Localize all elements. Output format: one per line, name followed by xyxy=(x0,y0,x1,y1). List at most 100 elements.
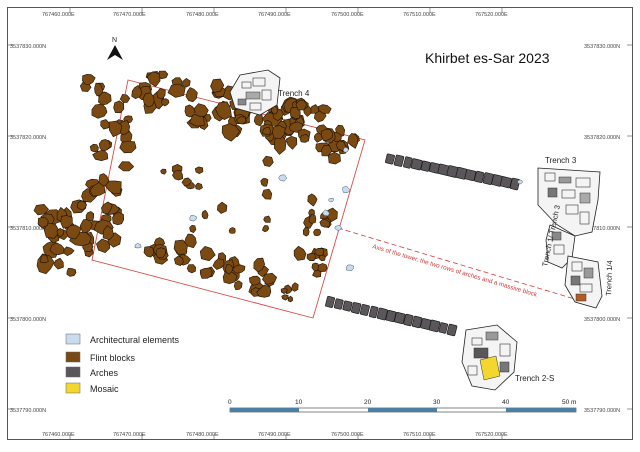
flint-block xyxy=(212,258,225,270)
flint-block xyxy=(63,246,75,257)
flint-block xyxy=(260,178,269,187)
scale-tick-label: 0 xyxy=(228,399,232,406)
easting-label-bottom: 767500.000E xyxy=(331,432,364,438)
arch-block xyxy=(351,302,362,314)
northing-label-right: 3537820.000N xyxy=(584,135,620,141)
easting-label-bottom: 767490.000E xyxy=(258,432,291,438)
flint-block xyxy=(89,182,106,197)
flint-block xyxy=(100,119,110,130)
trench-2s-plan xyxy=(461,324,518,391)
northing-label-left: 3537800.000N xyxy=(10,317,46,323)
flint-block xyxy=(199,267,213,279)
flint-block xyxy=(143,246,155,258)
flint-block xyxy=(33,203,50,216)
arch-block xyxy=(385,153,395,165)
trench-3-label: Trench 3 xyxy=(545,156,577,165)
flint-block xyxy=(100,201,113,215)
easting-label-top: 767520.000E xyxy=(475,12,508,18)
flint-block xyxy=(256,284,272,298)
architectural-element xyxy=(189,215,198,222)
arch-block xyxy=(403,156,413,169)
flint-block xyxy=(92,149,109,162)
trench-4-plan xyxy=(229,69,281,116)
arch-block xyxy=(393,154,405,167)
trench-1-4-label: Trench 1/4 xyxy=(604,260,614,296)
flint-block xyxy=(173,239,188,255)
flint-block xyxy=(131,84,143,100)
flint-block xyxy=(311,262,320,271)
flint-block xyxy=(91,103,108,119)
flint-block xyxy=(248,275,261,286)
flint-block xyxy=(320,128,333,142)
scale-tick-label: 30 xyxy=(433,399,441,406)
scale-bar-segment xyxy=(506,408,576,412)
map-frame xyxy=(7,7,633,440)
flint-block xyxy=(262,225,270,233)
flint-block xyxy=(49,242,65,256)
scale-bar: 0 10 20 30 40 50 m xyxy=(228,399,576,413)
architectural-element xyxy=(345,264,354,271)
flint-block xyxy=(335,140,347,152)
arch-block xyxy=(342,300,353,312)
flint-block xyxy=(319,218,331,228)
flint-block xyxy=(156,88,166,100)
legend-swatch-architectural-elements xyxy=(65,333,81,345)
arch-block xyxy=(333,298,344,310)
arch-block xyxy=(474,170,485,183)
flint-block xyxy=(285,135,298,150)
flint-block xyxy=(98,173,110,188)
flint-block xyxy=(104,180,122,194)
flint-block xyxy=(228,227,236,234)
flint-block xyxy=(89,143,99,153)
legend-label-architectural-elements: Architectural elements xyxy=(90,335,180,345)
arch-block xyxy=(411,315,423,329)
flint-block xyxy=(295,99,307,111)
easting-label-top: 767470.000E xyxy=(113,12,146,18)
flint-block xyxy=(263,215,271,223)
flint-block xyxy=(302,226,310,237)
trench-1-4-plan xyxy=(564,255,603,309)
flint-block xyxy=(113,100,125,114)
flint-block xyxy=(262,155,274,167)
flint-block xyxy=(215,101,232,120)
flint-block xyxy=(185,87,198,103)
easting-label-top: 767500.000E xyxy=(331,12,364,18)
flint-block xyxy=(318,254,326,262)
arch-block xyxy=(446,323,458,337)
northing-label-right: 3537830.000N xyxy=(584,44,620,50)
scale-tick-label: 40 xyxy=(502,399,510,406)
arch-block xyxy=(359,304,370,316)
legend-label-flint-blocks: Flint blocks xyxy=(90,353,136,363)
trench-2s-label: Trench 2-S xyxy=(515,374,554,383)
flint-block xyxy=(314,247,325,256)
tower-axis-line xyxy=(337,227,579,301)
flint-block xyxy=(181,177,193,187)
legend-swatch-flint-blocks xyxy=(65,351,81,363)
legend-swatch-mosaic xyxy=(65,382,81,394)
easting-label-top: 767510.000E xyxy=(403,12,436,18)
map-legend: Architectural elements Flint blocks Arch… xyxy=(65,333,180,394)
flint-block xyxy=(119,93,131,104)
easting-label-bottom: 767520.000E xyxy=(475,432,508,438)
scale-bar-segment xyxy=(230,408,299,412)
flint-block xyxy=(308,208,315,217)
flint-block xyxy=(222,271,238,285)
easting-label-top: 767460.000E xyxy=(42,12,75,18)
flint-block xyxy=(293,245,307,261)
easting-label-bottom: 767480.000E xyxy=(186,432,219,438)
easting-label-top: 767490.000E xyxy=(258,12,291,18)
flint-block xyxy=(253,113,264,127)
flint-block xyxy=(299,133,310,143)
flint-block xyxy=(173,255,184,267)
flint-block xyxy=(317,104,332,114)
scale-tick-label: 20 xyxy=(364,399,372,406)
flint-block xyxy=(160,168,167,175)
easting-label-bottom: 767470.000E xyxy=(113,432,146,438)
flint-block xyxy=(158,70,169,80)
northing-label-left: 3537820.000N xyxy=(10,135,46,141)
scale-bar-segment xyxy=(368,408,437,412)
architectural-element xyxy=(328,197,334,203)
flint-block xyxy=(272,125,286,140)
architectural-element xyxy=(278,174,288,182)
